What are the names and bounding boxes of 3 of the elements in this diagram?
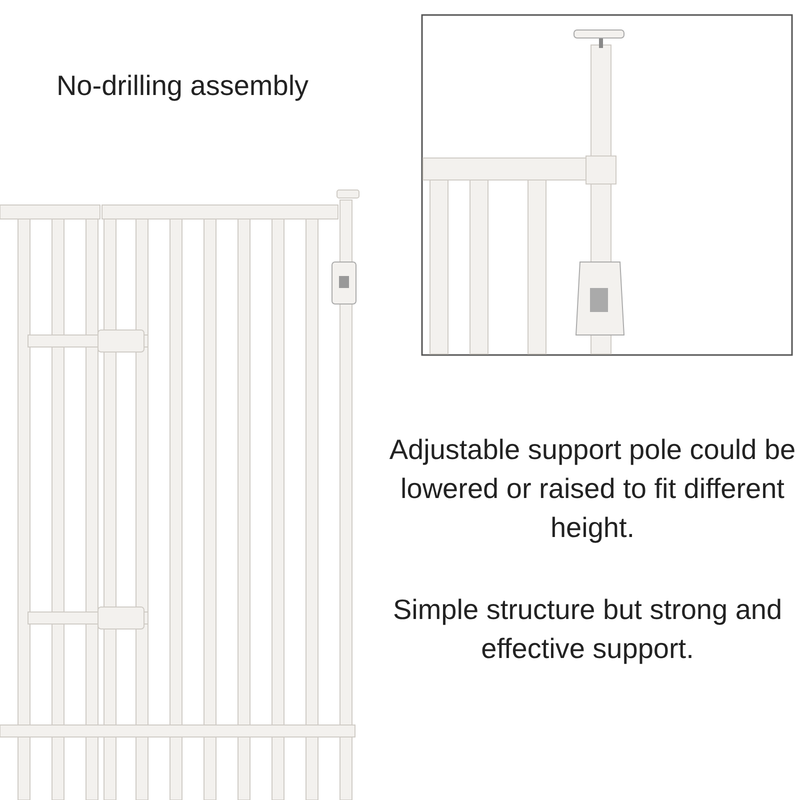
description-text: Adjustable support pole could be lowered or raised to fit different height. [388,433,797,545]
description-text: Simple structure but strong and effective support. [392,593,784,666]
heading: No-drilling assembly [55,69,310,103]
